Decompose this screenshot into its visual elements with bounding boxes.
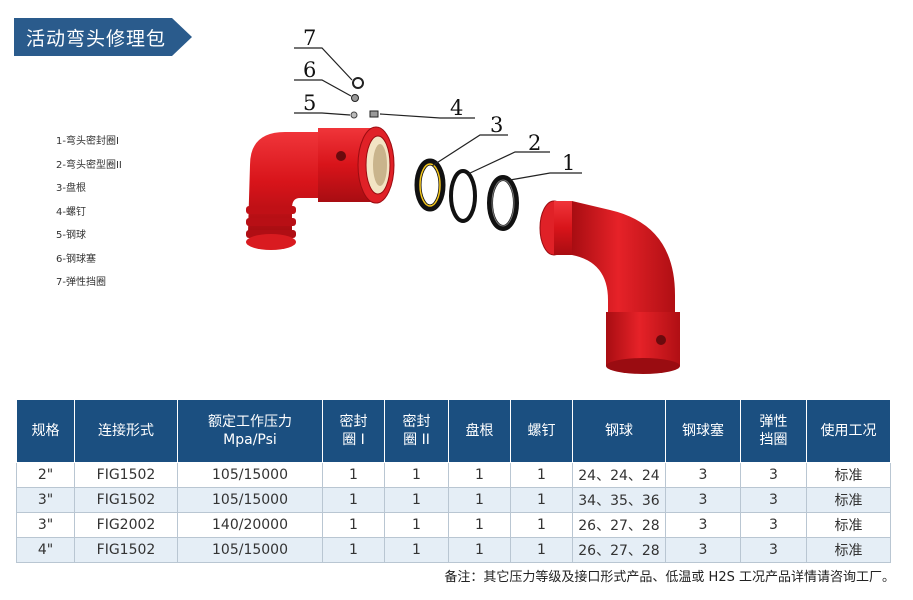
column-header: 连接形式: [74, 399, 178, 463]
parts-legend: 1-弯头密封圈I 2-弯头密型圈II 3-盘根 4-螺钉 5-钢球 6-钢球塞 …: [56, 130, 122, 295]
column-header: 弹性 挡圈: [740, 399, 807, 463]
column-header: 规格: [16, 399, 75, 463]
table-cell: 34、35、36: [572, 487, 666, 513]
legend-item: 2-弯头密型圈II: [56, 159, 122, 171]
table-cell: 1: [322, 512, 385, 538]
table-cell: 3: [665, 512, 741, 538]
right-elbow-part: [539, 200, 680, 374]
table-cell: 105/15000: [177, 462, 323, 488]
column-header: 额定工作压力 Mpa/Psi: [177, 399, 323, 463]
column-header: 使用工况: [806, 399, 891, 463]
table-cell: 1: [384, 512, 449, 538]
table-cell: 26、27、28: [572, 512, 666, 538]
callout-5: 5: [303, 91, 316, 115]
table-cell: 标准: [806, 462, 891, 488]
left-elbow-part: [246, 126, 395, 250]
packing-ring: [414, 158, 446, 212]
ball-plug-part: [351, 94, 359, 102]
page-title: 活动弯头修理包: [26, 28, 167, 50]
table-cell: 3: [665, 462, 741, 488]
table-row: 3" FIG2002 140/20000 1 1 1 1 26、27、28 3 …: [16, 512, 891, 538]
table-cell: 1: [448, 512, 511, 538]
table-header-row: 规格 连接形式 额定工作压力 Mpa/Psi 密封 圈 I 密封 圈 II 盘根…: [16, 399, 891, 463]
callout-1: 1: [562, 151, 575, 175]
legend-item: 7-弹性挡圈: [56, 277, 106, 288]
table-cell: 3: [665, 487, 741, 513]
column-header: 钢球: [572, 399, 666, 463]
column-header: 密封 圈 I: [322, 399, 385, 463]
table-cell: 26、27、28: [572, 537, 666, 563]
table-cell: 1: [384, 487, 449, 513]
table-cell: 1: [448, 462, 511, 488]
seal-ring-2: [449, 169, 477, 223]
table-cell: 1: [448, 537, 511, 563]
footnote: 备注：其它压力等级及接口形式产品、低温或 H2S 工况产品详情请咨询工厂。: [444, 570, 895, 585]
seal-ring-1: [487, 175, 519, 231]
column-header: 钢球塞: [665, 399, 741, 463]
leader-lines: [294, 47, 582, 181]
legend-item: 5-钢球: [56, 230, 86, 241]
table-cell: 1: [322, 487, 385, 513]
column-header: 密封 圈 II: [384, 399, 449, 463]
callout-4: 4: [450, 96, 463, 120]
table-cell: 1: [510, 537, 573, 563]
table-cell: 3: [740, 537, 807, 563]
table-cell: 1: [510, 462, 573, 488]
table-cell: 140/20000: [177, 512, 323, 538]
table-cell: FIG2002: [74, 512, 178, 538]
table-cell: FIG1502: [74, 462, 178, 488]
table-cell: 3: [740, 512, 807, 538]
table-cell: 3": [16, 512, 75, 538]
retaining-ring-part: [352, 77, 364, 89]
table-cell: 标准: [806, 537, 891, 563]
column-header: 盘根: [448, 399, 511, 463]
spec-table: 规格 连接形式 额定工作压力 Mpa/Psi 密封 圈 I 密封 圈 II 盘根…: [16, 399, 891, 563]
table-cell: 3: [740, 462, 807, 488]
title-banner: 活动弯头修理包: [14, 18, 194, 56]
callout-7: 7: [303, 26, 316, 50]
legend-item: 3-盘根: [56, 183, 86, 194]
table-cell: 2": [16, 462, 75, 488]
table-cell: 1: [384, 462, 449, 488]
table-cell: 4": [16, 537, 75, 563]
legend-item: 6-钢球塞: [56, 253, 96, 265]
table-row: 3" FIG1502 105/15000 1 1 1 1 34、35、36 3 …: [16, 487, 891, 513]
table-cell: 1: [448, 487, 511, 513]
table-cell: 3: [740, 487, 807, 513]
legend-item: 4-螺钉: [56, 206, 86, 218]
title-banner-shape: [14, 18, 192, 56]
table-cell: 3: [665, 537, 741, 563]
callout-3: 3: [490, 113, 503, 137]
table-cell: FIG1502: [74, 487, 178, 513]
table-row: 2" FIG1502 105/15000 1 1 1 1 24、24、24 3 …: [16, 462, 891, 488]
table-cell: 1: [384, 537, 449, 563]
column-header: 螺钉: [510, 399, 573, 463]
table-cell: FIG1502: [74, 537, 178, 563]
table-cell: 105/15000: [177, 537, 323, 563]
callout-6: 6: [303, 58, 316, 82]
table-row: 4" FIG1502 105/15000 1 1 1 1 26、27、28 3 …: [16, 537, 891, 563]
table-cell: 3": [16, 487, 75, 513]
table-cell: 24、24、24: [572, 462, 666, 488]
exploded-drawing: 7 6 5 4 3 2 1: [246, 26, 680, 374]
legend-item: 1-弯头密封圈I: [56, 136, 119, 147]
table-cell: 105/15000: [177, 487, 323, 513]
steel-ball-part: [350, 111, 358, 119]
table-cell: 标准: [806, 487, 891, 513]
screw-part: [369, 110, 379, 118]
table-cell: 1: [322, 462, 385, 488]
table-cell: 1: [510, 487, 573, 513]
table-cell: 标准: [806, 512, 891, 538]
callout-2: 2: [528, 131, 541, 155]
table-cell: 1: [322, 537, 385, 563]
table-cell: 1: [510, 512, 573, 538]
